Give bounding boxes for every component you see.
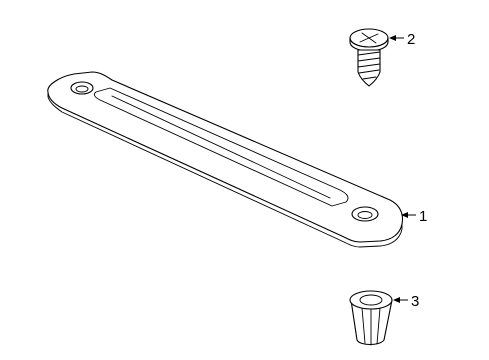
callout-1: 1 bbox=[401, 208, 427, 225]
bracket-center-rib bbox=[93, 87, 349, 207]
callout-3-label: 3 bbox=[411, 293, 419, 310]
bracket-rib-line bbox=[111, 95, 331, 199]
nut-body bbox=[350, 299, 393, 346]
screw-threads bbox=[357, 51, 381, 80]
bracket-left-hole-inner bbox=[75, 85, 89, 93]
callout-1-arrowhead bbox=[401, 212, 408, 218]
screw-slot bbox=[359, 32, 379, 44]
callout-2: 2 bbox=[389, 31, 415, 48]
screw-shank bbox=[357, 49, 381, 87]
callout-2-label: 2 bbox=[407, 31, 415, 48]
callout-2-arrowhead bbox=[389, 35, 396, 41]
nut-hole bbox=[359, 294, 383, 306]
nut-ribs bbox=[361, 307, 381, 346]
callout-3: 3 bbox=[393, 293, 419, 310]
bracket-left-hole bbox=[70, 81, 94, 95]
part-3-nut bbox=[349, 290, 393, 346]
part-1-bracket bbox=[47, 71, 404, 248]
part-2-screw bbox=[349, 28, 389, 87]
bracket-lower-edge bbox=[47, 91, 403, 248]
callout-1-label: 1 bbox=[419, 208, 427, 225]
bracket-right-hole-inner bbox=[357, 211, 373, 219]
nut-flange bbox=[349, 290, 393, 310]
callout-3-arrowhead bbox=[393, 297, 400, 303]
bracket-right-hole bbox=[351, 206, 379, 222]
